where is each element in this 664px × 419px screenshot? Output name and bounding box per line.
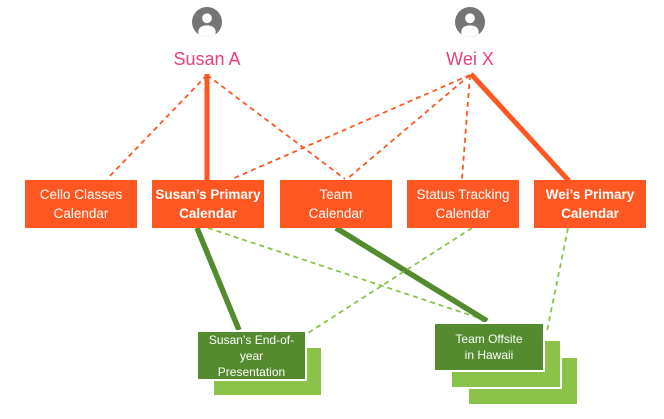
event-label-line: Presentation xyxy=(217,364,286,379)
calendar-label-line: Calendar xyxy=(435,206,491,221)
event-susan-presentation: Susan’s End-of-year Presentation xyxy=(196,330,307,381)
user-avatar-icon xyxy=(192,7,222,37)
edge-team-team-offsite xyxy=(334,225,489,324)
user-susan: Susan A xyxy=(147,7,267,70)
edge-weis-primary-team-offsite xyxy=(546,227,569,332)
calendar-team: Team Calendar xyxy=(280,180,392,228)
calendar-susans-primary: Susan’s Primary Calendar xyxy=(152,180,264,228)
calendar-label-line: Cello Classes xyxy=(39,187,123,202)
calendar-label-line: Calendar xyxy=(561,206,619,221)
user-avatar-icon xyxy=(455,7,485,37)
calendar-label-line: Team xyxy=(319,187,353,202)
edge-susans-primary-susan-presentation xyxy=(194,226,242,332)
user-wei: Wei X xyxy=(410,7,530,70)
event-label-line: Team Offsite xyxy=(455,332,523,346)
edge-wei-susans-primary xyxy=(231,74,471,180)
edge-status-tracking-susan-presentation xyxy=(307,227,473,334)
edge-wei-team xyxy=(346,74,471,180)
edge-wei-status-tracking xyxy=(461,74,471,180)
edge-wei-weis-primary xyxy=(469,72,571,183)
event-label-line: Susan’s End-of-year xyxy=(208,332,295,363)
edge-susans-primary-team-offsite xyxy=(207,227,489,322)
calendar-status-tracking: Status Tracking Calendar xyxy=(407,180,519,228)
user-name-label: Susan A xyxy=(173,49,241,69)
user-name-label: Wei X xyxy=(446,49,494,69)
calendar-label-line: Calendar xyxy=(53,206,109,221)
calendar-label-line: Calendar xyxy=(308,206,364,221)
edge-susan-team xyxy=(206,74,346,180)
calendar-label-line: Susan’s Primary xyxy=(155,187,261,202)
calendar-label-line: Calendar xyxy=(179,206,237,221)
event-team-offsite: Team Offsite in Hawaii xyxy=(433,322,545,372)
calendar-cello-classes: Cello Classes Calendar xyxy=(25,180,137,228)
calendar-weis-primary: Wei’s Primary Calendar xyxy=(534,180,646,228)
edge-susan-cello-classes xyxy=(106,74,208,180)
calendar-label-line: Wei’s Primary xyxy=(545,187,635,202)
calendar-label-line: Status Tracking xyxy=(416,187,510,202)
event-label-line: in Hawaii xyxy=(464,348,514,362)
